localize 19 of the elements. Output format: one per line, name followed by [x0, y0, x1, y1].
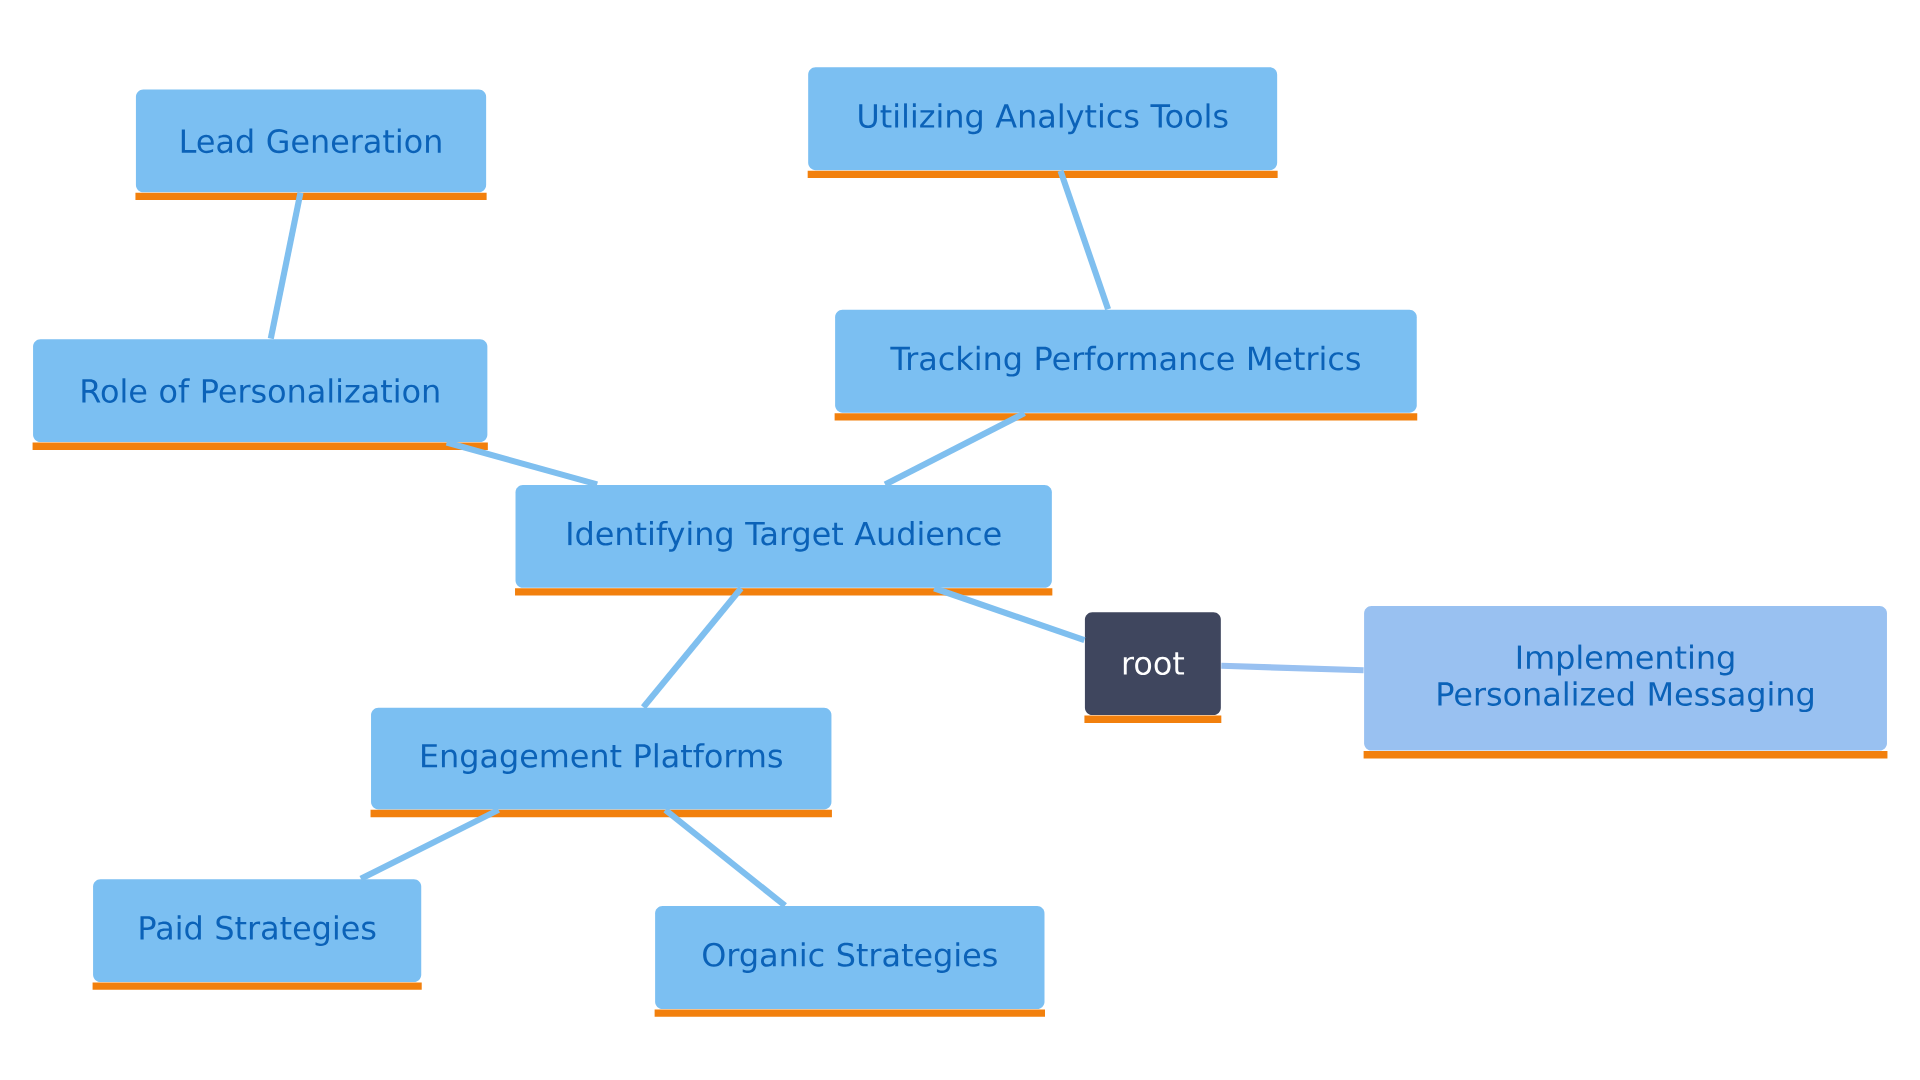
topic-box: Lead Generation: [135, 89, 487, 201]
connector-line: [359, 807, 500, 882]
root-box: root: [1084, 612, 1222, 723]
topic-box: Organic Strategies: [654, 906, 1045, 1017]
topic-box: Identifying Target Audience: [515, 484, 1053, 596]
connector-line: [1057, 169, 1111, 311]
connector-line: [663, 807, 787, 908]
connector-line: [445, 439, 598, 488]
topic-box: Paid Strategies: [92, 879, 422, 990]
topic-box: Utilizing Analytics Tools: [807, 67, 1278, 179]
topic-box: Role of Personalization: [32, 339, 488, 450]
connector-line: [1221, 662, 1364, 674]
connector-line: [933, 585, 1086, 643]
connector-line: [883, 410, 1026, 488]
topic-box: Tracking Performance Metrics: [834, 309, 1418, 421]
topic-box: Engagement Platforms: [370, 707, 832, 818]
topic-box: Implementing Personalized Messaging: [1363, 606, 1888, 759]
connector-line: [640, 586, 744, 710]
connector-line: [267, 192, 304, 340]
